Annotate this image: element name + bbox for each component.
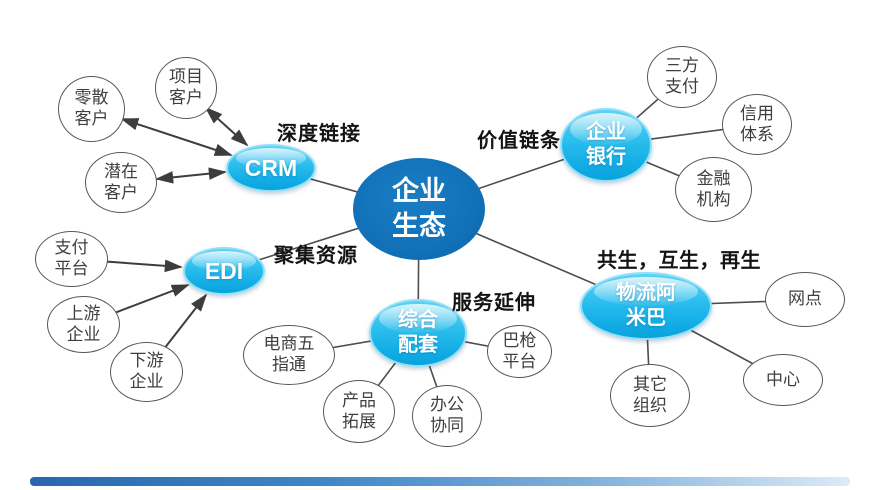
- node-outlet: 网点: [765, 272, 845, 327]
- edge-label-service-extension: 服务延伸: [452, 292, 536, 314]
- node-other-organization: 其它 组织: [610, 364, 690, 427]
- node-payment-platform: 支付 平台: [35, 231, 108, 287]
- hub-edi: EDI: [183, 247, 265, 295]
- node-project-customer: 项目 客户: [155, 57, 217, 119]
- node-thirdparty-payment: 三方 支付: [647, 46, 717, 108]
- hub-enterprise-bank-label: 企业 银行: [586, 121, 626, 168]
- hub-edi-label: EDI: [204, 257, 244, 284]
- node-downstream-enterprise: 下游 企业: [110, 342, 183, 402]
- hub-logistics-amoeba-label: 物流阿 米巴: [616, 282, 676, 329]
- hub-logistics-amoeba: 物流阿 米巴: [580, 272, 712, 340]
- hub-comprehensive-support-label: 综合 配套: [398, 309, 438, 356]
- node-product-expansion: 产品 拓展: [323, 380, 395, 443]
- node-scattered-customer: 零散 客户: [58, 76, 125, 142]
- arrow-potential-crm: [155, 167, 227, 184]
- hub-comprehensive-support: 综合 配套: [369, 299, 467, 367]
- hub-crm: CRM: [226, 144, 316, 192]
- arrow-project-crm: [204, 106, 249, 147]
- double-arrows: [120, 106, 249, 184]
- node-office-collaboration: 办公 协同: [412, 385, 482, 447]
- edge-label-gather-resources: 聚集资源: [274, 245, 358, 267]
- node-ecommerce-five-finger: 电商五 指通: [243, 325, 335, 385]
- arrow-scattered-crm: [120, 118, 233, 156]
- node-upstream-enterprise: 上游 企业: [47, 296, 120, 353]
- node-potential-customer: 潜在 客户: [85, 152, 157, 213]
- hub-crm-label: CRM: [244, 154, 298, 181]
- center-node-enterprise-ecosystem: 企业 生态: [353, 158, 485, 260]
- edge-label-deep-link: 深度链接: [277, 123, 361, 145]
- node-credit-system: 信用 体系: [722, 94, 792, 155]
- footer-accent-bar: [30, 477, 850, 486]
- edge-label-value-chain: 价值链条: [477, 130, 561, 152]
- node-financial-institution: 金融 机构: [675, 157, 752, 222]
- node-center: 中心: [743, 354, 823, 406]
- node-gun-platform: 巴枪 平台: [487, 325, 552, 378]
- edge-label-symbiosis: 共生，互生，再生: [597, 250, 761, 272]
- hub-enterprise-bank: 企业 银行: [560, 108, 652, 182]
